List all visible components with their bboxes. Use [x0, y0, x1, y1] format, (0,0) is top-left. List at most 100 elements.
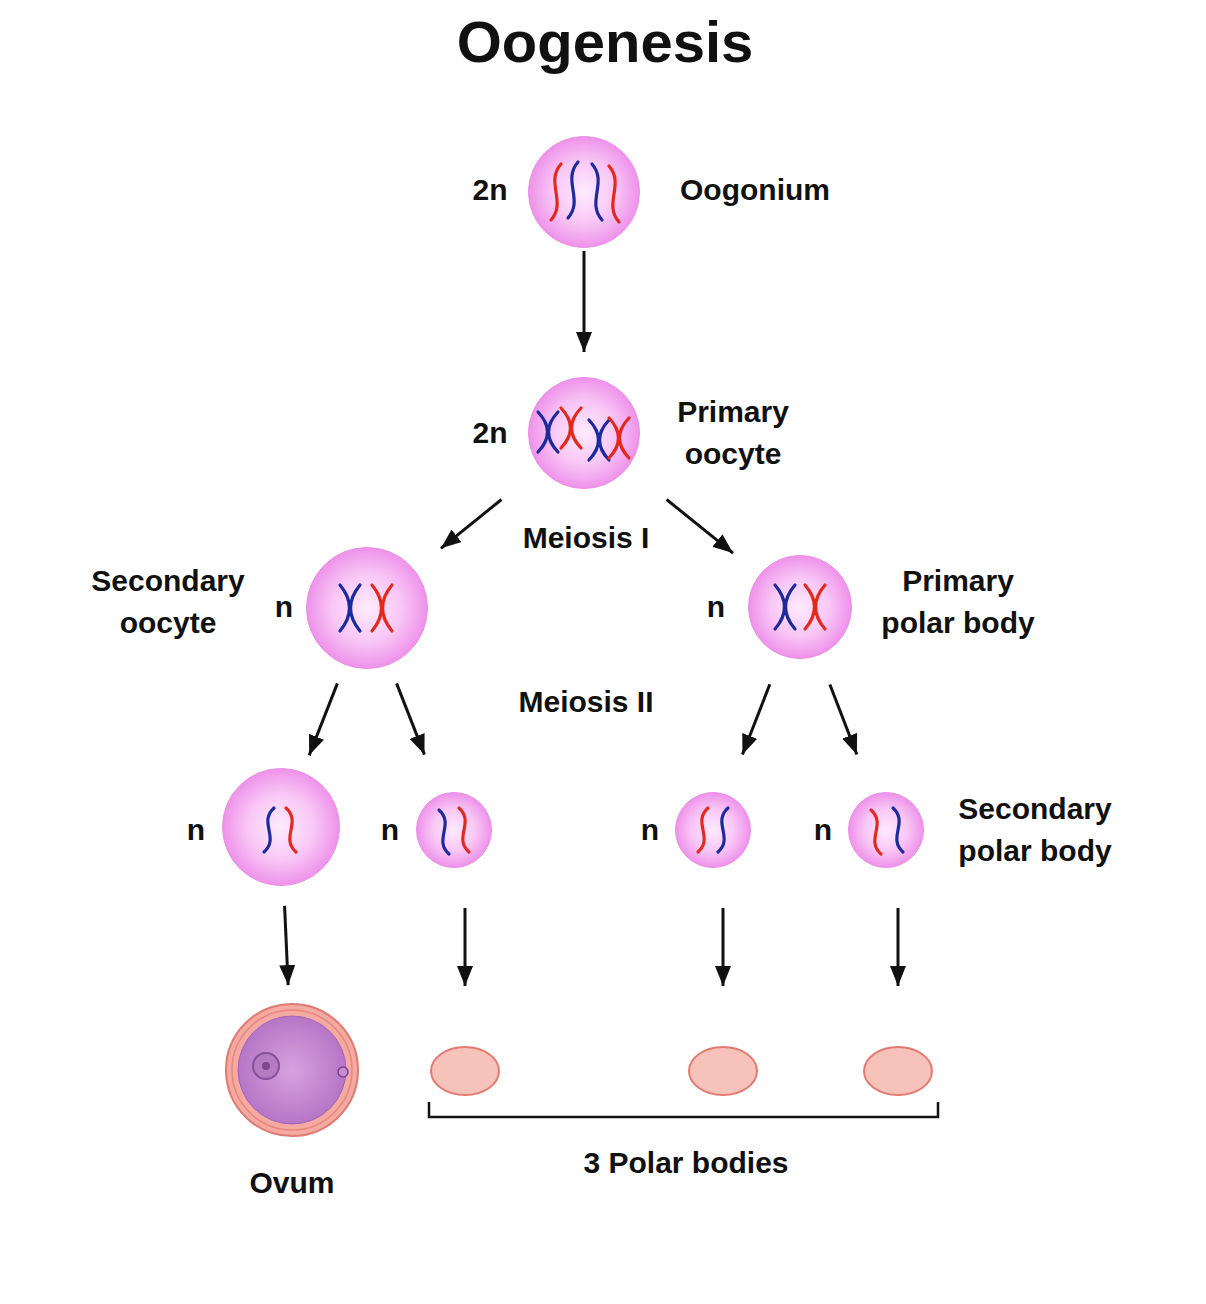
chromatid — [698, 808, 708, 852]
chromosome-x — [589, 420, 609, 460]
zona-pellucida — [226, 1004, 358, 1136]
cell-outline — [848, 792, 924, 868]
cell-body — [529, 378, 640, 489]
chromatid — [871, 810, 881, 854]
cell-outline — [748, 555, 852, 659]
cytoplasm — [238, 1016, 346, 1124]
chromatid — [459, 808, 469, 852]
zona-inner-ring — [232, 1010, 352, 1130]
cell-label: n — [814, 809, 832, 851]
cell-label: 2n — [472, 412, 507, 454]
cell-body — [529, 137, 640, 248]
chromatid — [718, 808, 728, 852]
cell-label: n — [641, 809, 659, 851]
cell-body — [223, 769, 340, 886]
cell-label: n — [707, 586, 725, 628]
chromatid — [609, 166, 619, 222]
arrow-connector — [667, 499, 733, 553]
chromosome-x — [805, 585, 825, 629]
chromosome-x — [372, 585, 392, 631]
arrow-connector — [285, 906, 289, 985]
arrow-connector — [830, 684, 857, 754]
cell-outline — [225, 1003, 359, 1137]
chromosome-x — [538, 412, 558, 452]
cell-circle: 2nPrimary oocyte — [528, 377, 640, 489]
cell-circle: nPrimary polar body — [748, 555, 852, 659]
chromosome-x — [340, 585, 360, 631]
nucleus — [253, 1053, 279, 1079]
chromatid — [551, 164, 561, 220]
sister-chromatid — [340, 585, 350, 631]
polar-body — [864, 1047, 932, 1095]
sister-chromatid — [609, 418, 619, 458]
polar-body — [431, 1047, 499, 1095]
sister-chromatid — [805, 585, 815, 629]
cell-outline — [528, 136, 640, 248]
chromatid — [893, 808, 903, 852]
chromosome-x — [775, 585, 795, 629]
cell-outline — [222, 768, 340, 886]
cell-body — [676, 793, 751, 868]
cell-label: n — [275, 586, 293, 628]
arrow-connector — [397, 683, 425, 754]
chromatid — [264, 808, 274, 852]
stage-label: Meiosis I — [523, 517, 650, 559]
cell-circle: 2nOogonium — [528, 136, 640, 248]
cell-outline — [528, 377, 640, 489]
stage-label: Meiosis II — [518, 681, 653, 723]
sister-chromatid — [561, 408, 571, 448]
sister-chromatid — [786, 585, 796, 629]
cell-label: Oogonium — [680, 169, 830, 211]
chromatid — [439, 810, 449, 854]
cell-label: Secondary oocyte — [78, 560, 258, 644]
arrow — [464, 908, 467, 986]
arrow-connector — [441, 500, 502, 549]
cell-label: Secondary polar body — [945, 788, 1125, 872]
sister-chromatid — [620, 418, 630, 458]
sister-chromatid — [600, 420, 610, 460]
cell-label: Primary oocyte — [643, 391, 823, 475]
arrow — [722, 908, 725, 986]
sister-chromatid — [549, 412, 559, 452]
polar-body-dot — [338, 1067, 348, 1077]
cell-circle: Secondary oocyten — [306, 547, 428, 669]
cell-label: Ovum — [249, 1162, 334, 1204]
cell-label: n — [187, 809, 205, 851]
cell-circle: n — [416, 792, 492, 868]
arrow-connector — [742, 684, 769, 754]
nucleolus — [262, 1062, 270, 1070]
cell-outline — [675, 792, 751, 868]
sister-chromatid — [383, 585, 393, 631]
bracket — [429, 1102, 938, 1117]
ovum-cell: Ovum — [225, 1003, 359, 1137]
chromatid — [592, 164, 602, 220]
chromatid — [286, 808, 296, 852]
sister-chromatid — [538, 412, 548, 452]
polar-body — [689, 1047, 757, 1095]
cell-label: Primary polar body — [868, 560, 1048, 644]
chromosome-x — [609, 418, 629, 458]
cell-label: n — [381, 809, 399, 851]
sister-chromatid — [589, 420, 599, 460]
cell-body — [849, 793, 924, 868]
sister-chromatid — [775, 585, 785, 629]
cell-circle: nSecondary polar body — [848, 792, 924, 868]
sister-chromatid — [372, 585, 382, 631]
cell-body — [417, 793, 492, 868]
cell-outline — [306, 547, 428, 669]
sister-chromatid — [351, 585, 361, 631]
arrow — [897, 908, 900, 986]
group-label: 3 Polar bodies — [583, 1142, 788, 1184]
cell-body — [749, 556, 852, 659]
sister-chromatid — [816, 585, 826, 629]
diagram-title: Oogenesis — [457, 1, 754, 82]
arrow-connector — [583, 251, 586, 352]
sister-chromatid — [572, 408, 582, 448]
cell-circle: n — [675, 792, 751, 868]
cell-circle: n — [222, 768, 340, 886]
arrow-connector — [309, 683, 337, 755]
cell-body — [307, 548, 428, 669]
